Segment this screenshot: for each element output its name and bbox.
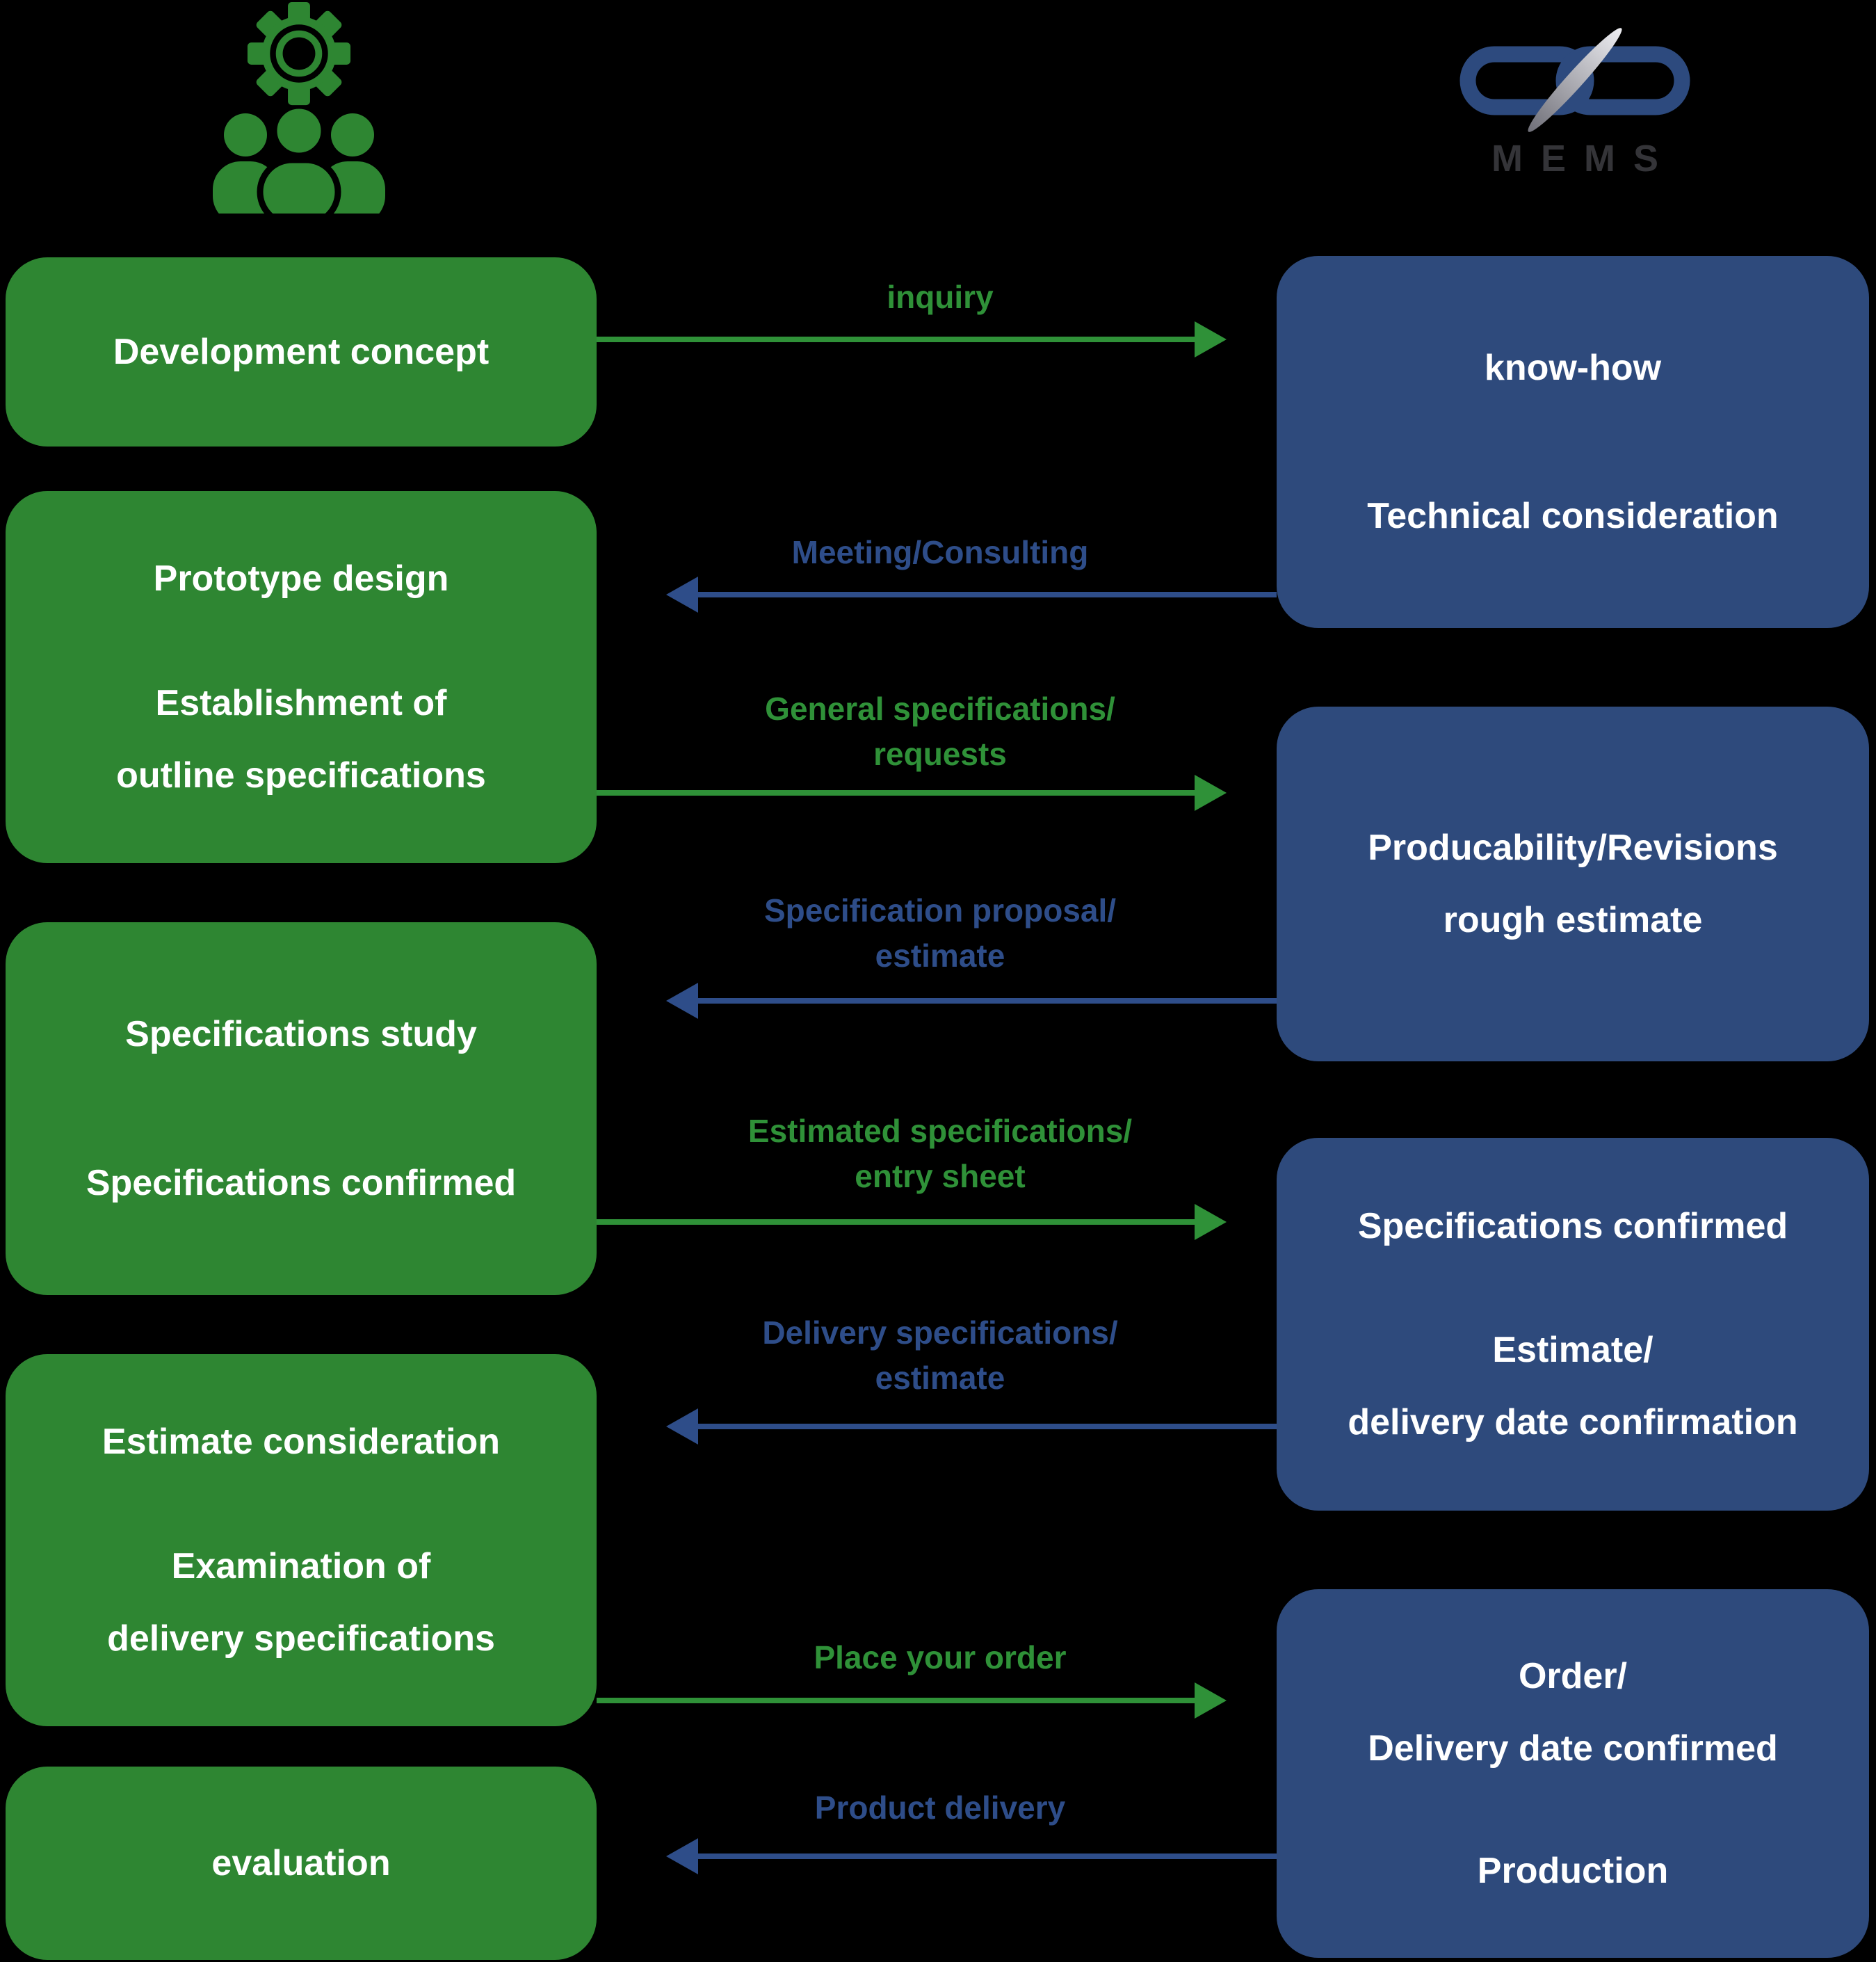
arrow-right-icon bbox=[597, 1204, 1227, 1240]
box-text-line: evaluation bbox=[211, 1843, 391, 1883]
box-text-line: Specifications study bbox=[125, 1014, 477, 1055]
flow-label-place-your-order: Place your order bbox=[814, 1639, 1067, 1675]
flow-label-specification-proposal: Specification proposal/ estimate bbox=[763, 892, 1117, 974]
box-text-line: Prototype design bbox=[153, 558, 449, 600]
arrow-left-icon bbox=[666, 577, 1277, 613]
box-text-line: know-how bbox=[1484, 348, 1662, 388]
arrow-right-icon bbox=[597, 321, 1227, 357]
mems-step-order-production: Order/ Delivery date confirmed Productio… bbox=[1277, 1589, 1869, 1958]
mems-logo: MEMS bbox=[1459, 28, 1690, 180]
team-icon bbox=[213, 106, 385, 214]
gear-icon bbox=[247, 1, 351, 106]
flow-label-product-delivery: Product delivery bbox=[814, 1790, 1066, 1826]
customer-step-prototype-design: Prototype design Establishment of outlin… bbox=[6, 491, 597, 863]
flow-label-inquiry: inquiry bbox=[887, 279, 994, 315]
flow-label-delivery-specifications: Delivery specifications/ estimate bbox=[762, 1314, 1118, 1396]
box-text-line: Establishment of bbox=[155, 682, 447, 723]
customer-group-icon bbox=[195, 1, 403, 214]
box-text-line: Specifications confirmed bbox=[1357, 1205, 1788, 1246]
mems-wordmark: MEMS bbox=[1491, 138, 1676, 179]
flow-label-general-specifications: General specifications/ requests bbox=[765, 691, 1115, 772]
arrow-left-icon bbox=[666, 1408, 1277, 1445]
box-text-line: Producability/Revisions bbox=[1368, 828, 1778, 868]
box-text-line: Production bbox=[1477, 1851, 1669, 1892]
box-text-line: rough estimate bbox=[1443, 900, 1703, 940]
box-text-line: outline specifications bbox=[116, 755, 486, 796]
box-text-line: Estimate consideration bbox=[102, 1422, 501, 1463]
box-text-line: Delivery date confirmed bbox=[1368, 1728, 1778, 1769]
box-text-line: Technical consideration bbox=[1367, 496, 1779, 536]
flow-label-estimated-specifications: Estimated specifications/ entry sheet bbox=[747, 1113, 1133, 1194]
box-text-line: Specifications confirmed bbox=[86, 1162, 517, 1203]
box-text-line: Development concept bbox=[113, 332, 490, 372]
customer-step-evaluation: evaluation bbox=[6, 1767, 597, 1960]
arrow-left-icon bbox=[666, 983, 1277, 1019]
box-text-line: delivery specifications bbox=[107, 1618, 495, 1659]
customer-step-specifications-study: Specifications study Specifications conf… bbox=[6, 922, 597, 1295]
arrow-right-icon bbox=[597, 775, 1227, 811]
flow-label-meeting-consulting: Meeting/Consulting bbox=[791, 534, 1089, 570]
mems-step-know-how: know-how Technical consideration bbox=[1277, 256, 1869, 628]
box-text-line: Order/ bbox=[1518, 1655, 1628, 1696]
arrow-right-icon bbox=[597, 1682, 1227, 1719]
mems-step-specifications-confirmed: Specifications confirmed Estimate/ deliv… bbox=[1277, 1138, 1869, 1511]
customer-step-development-concept: Development concept bbox=[6, 257, 597, 447]
infinity-needle-icon bbox=[1459, 28, 1690, 132]
box-text-line: Estimate/ bbox=[1492, 1330, 1653, 1371]
arrow-left-icon bbox=[666, 1838, 1277, 1874]
customer-step-estimate-consideration: Estimate consideration Examination of de… bbox=[6, 1354, 597, 1726]
box-text-line: Examination of bbox=[171, 1545, 431, 1586]
box-text-line: delivery date confirmation bbox=[1348, 1402, 1798, 1443]
mems-step-producability: Producability/Revisions rough estimate bbox=[1277, 707, 1869, 1061]
